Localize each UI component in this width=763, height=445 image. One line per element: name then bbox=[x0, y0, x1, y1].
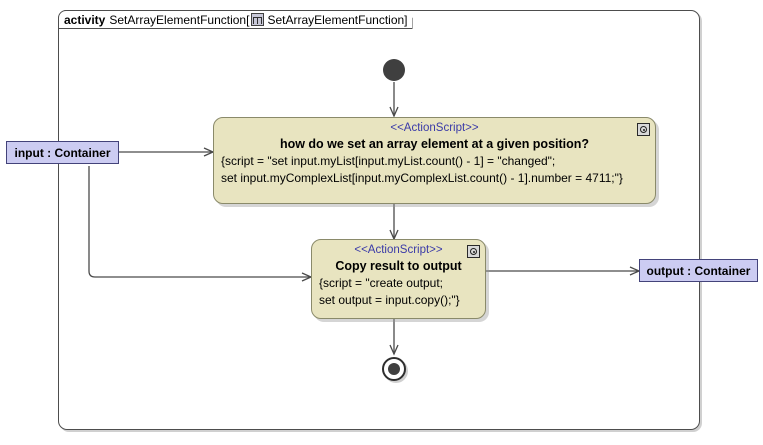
activity-diagram-icon bbox=[251, 13, 264, 26]
frame-bracket-close: ] bbox=[404, 12, 408, 27]
output-pin[interactable]: output : Container bbox=[639, 259, 758, 282]
action2-stereotype: <<ActionScript>> bbox=[354, 244, 443, 256]
action2-body-line2: set output = input.copy();"} bbox=[319, 293, 460, 307]
input-pin[interactable]: input : Container bbox=[6, 141, 119, 164]
frame-name: SetArrayElementFunction bbox=[109, 12, 247, 27]
initial-node[interactable] bbox=[383, 59, 405, 81]
action1-stereotype: <<ActionScript>> bbox=[390, 122, 479, 134]
activity-final-node[interactable] bbox=[382, 357, 406, 381]
output-pin-label: output : Container bbox=[646, 263, 751, 278]
input-pin-label: input : Container bbox=[14, 145, 111, 160]
frame-keyword: activity bbox=[64, 12, 106, 27]
action1-title: how do we set an array element at a give… bbox=[279, 137, 590, 151]
frame-inner-name: SetArrayElementFunction bbox=[267, 12, 405, 27]
action2-title: Copy result to output bbox=[335, 259, 462, 273]
activity-frame bbox=[58, 10, 700, 430]
action2-body-line1: {script = "create output; bbox=[319, 276, 443, 290]
action-node-icon bbox=[637, 123, 650, 136]
action1-body-line2: set input.myComplexList[input.myComplexL… bbox=[221, 171, 623, 185]
action1-body-line1: {script = "set input.myList[input.myList… bbox=[221, 154, 556, 168]
activity-frame-title: activity SetArrayElementFunction [ SetAr… bbox=[58, 10, 413, 29]
action-node-copy-result-to-output[interactable]: <<ActionScript>> Copy result to output {… bbox=[311, 239, 486, 319]
action-node-icon bbox=[467, 245, 480, 258]
frame-bracket-open: [ bbox=[246, 12, 250, 27]
action-node-set-array-element[interactable]: <<ActionScript>> how do we set an array … bbox=[213, 117, 656, 204]
